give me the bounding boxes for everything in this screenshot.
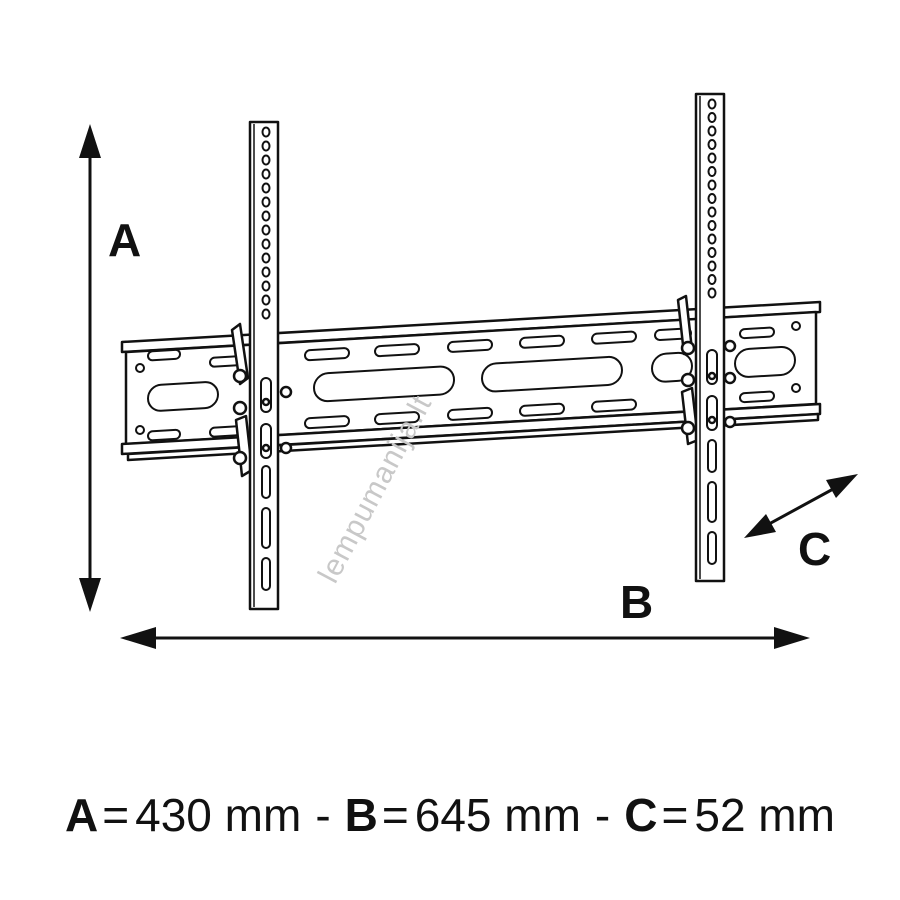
adjustment-hole [261, 238, 271, 250]
label-c: C [798, 523, 831, 575]
adjustment-hole [707, 98, 717, 110]
adjustment-hole [261, 140, 271, 152]
label-b: B [620, 576, 653, 628]
legend-separator: - [315, 789, 331, 841]
legend-equals-b: = [381, 789, 409, 841]
legend-equals-a: = [102, 789, 130, 841]
adjustment-hole [707, 247, 717, 258]
adjustment-hole [707, 274, 717, 285]
legend-key-c: C [624, 789, 658, 841]
adjustment-hole [261, 168, 271, 180]
adjustment-hole [261, 224, 271, 236]
adjustment-hole [261, 196, 271, 208]
adjustment-hole [707, 139, 717, 150]
legend-value-c: 52 mm [694, 789, 835, 841]
dimension-arrow-a [79, 124, 101, 612]
adjustment-hole [261, 154, 271, 166]
wall-rail [120, 300, 822, 462]
dimension-arrow-c [744, 474, 858, 538]
adjustment-hole [261, 252, 271, 264]
dimension-arrow-b [120, 627, 810, 649]
adjustment-hole [707, 125, 717, 137]
adjustment-hole [707, 112, 717, 123]
dimensions-legend: A=430 mm-B=645 mm-C=52 mm [0, 788, 900, 842]
adjustment-hole [707, 260, 717, 272]
adjustment-hole [261, 182, 271, 194]
adjustment-hole [261, 126, 271, 138]
adjustment-hole [707, 152, 717, 164]
adjustment-hole [707, 193, 717, 204]
legend-key-a: A [65, 789, 99, 841]
right-bracket [676, 92, 737, 583]
label-a: A [108, 214, 141, 266]
adjustment-hole [261, 210, 271, 222]
adjustment-hole [261, 294, 271, 306]
legend-separator: - [594, 789, 611, 841]
adjustment-hole [261, 308, 271, 320]
adjustment-hole [707, 233, 717, 245]
adjustment-hole [707, 220, 717, 231]
left-bracket [230, 120, 293, 611]
adjustment-hole [707, 166, 717, 177]
adjustment-hole [707, 287, 717, 299]
legend-value-a: 430 mm [135, 789, 302, 841]
adjustment-hole [707, 206, 717, 218]
adjustment-hole [261, 266, 271, 278]
legend-equals-c: = [661, 789, 689, 841]
adjustment-hole [261, 280, 271, 292]
legend-key-b: B [344, 789, 378, 841]
legend-value-b: 645 mm [414, 789, 581, 841]
adjustment-hole [707, 179, 717, 191]
